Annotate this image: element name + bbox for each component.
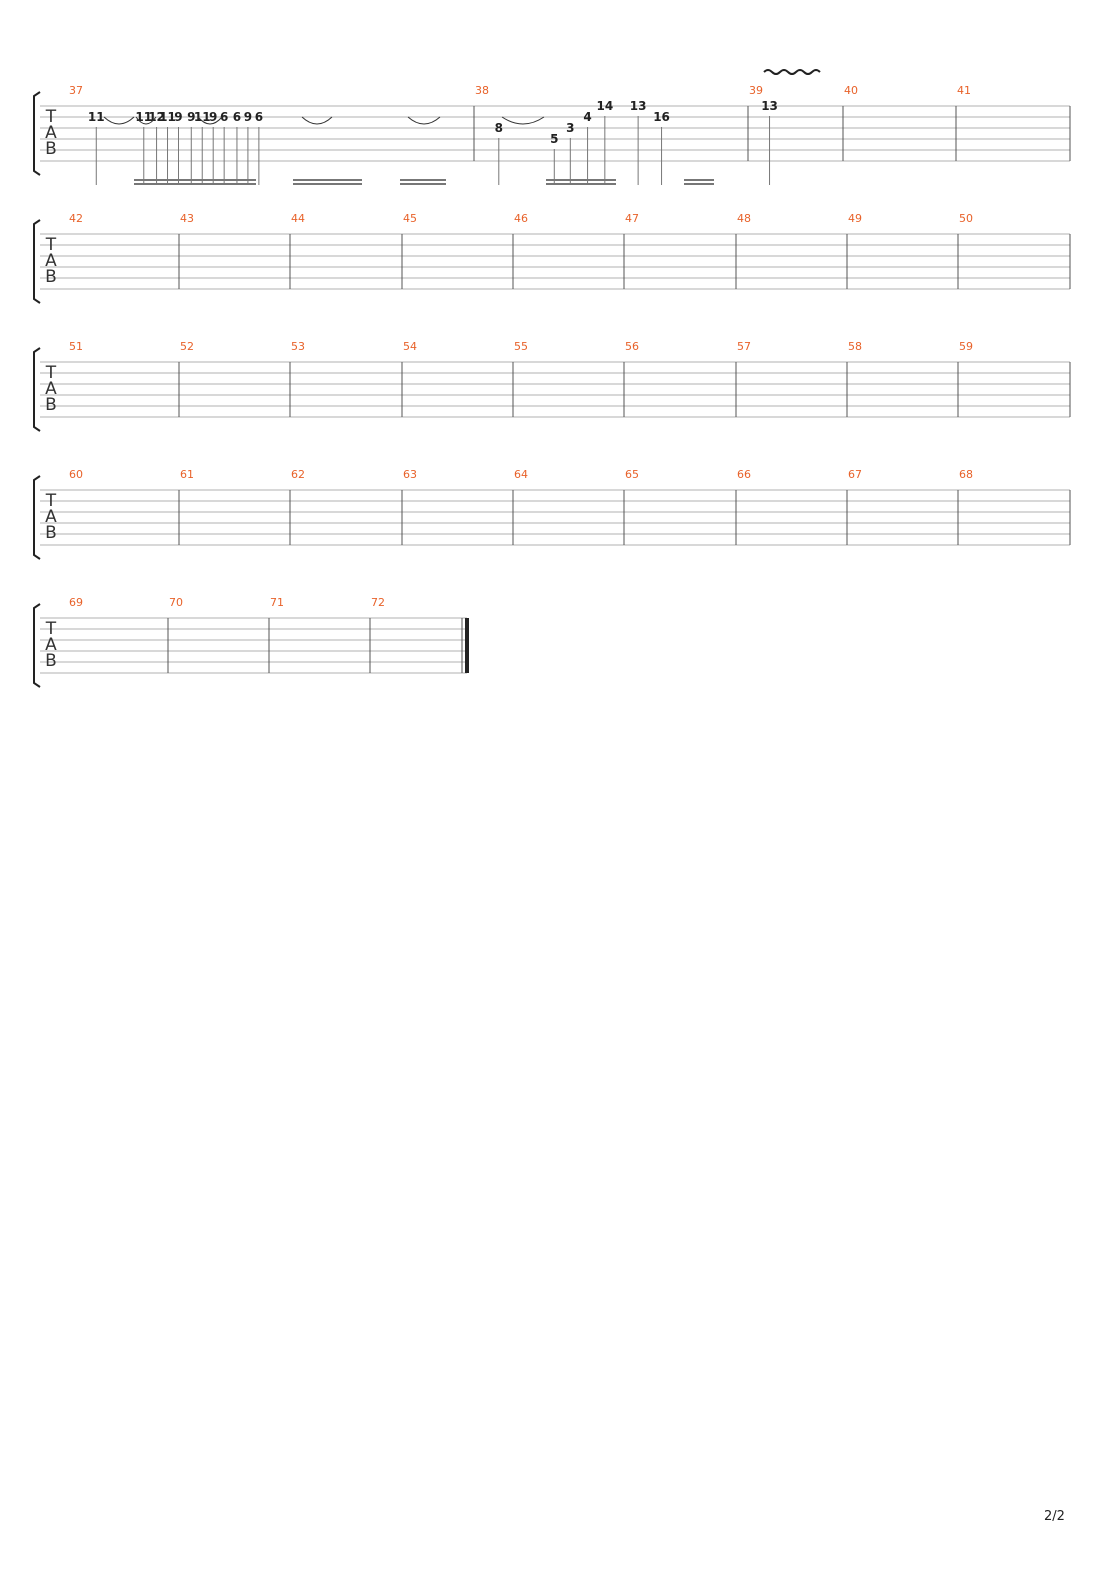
measure-number: 47 xyxy=(625,212,639,225)
staff-bracket xyxy=(33,347,41,432)
measure-number: 41 xyxy=(957,84,971,97)
tab-clef-letter: T xyxy=(45,363,57,383)
measure-number: 69 xyxy=(69,596,83,609)
beam xyxy=(546,183,616,185)
fret-number: 5 xyxy=(550,132,558,146)
measure-number: 38 xyxy=(475,84,489,97)
slur xyxy=(197,116,223,125)
fret-number: 13 xyxy=(630,99,647,113)
tab-clef-letter: T xyxy=(45,107,57,127)
page-number: 2/2 xyxy=(1044,1509,1065,1524)
slur xyxy=(103,116,135,125)
measure-number: 46 xyxy=(514,212,528,225)
tab-clef-letter: A xyxy=(45,251,57,271)
fret-number: 9 xyxy=(244,110,252,124)
tab-clef-letter: B xyxy=(45,651,57,671)
beam xyxy=(400,183,446,185)
fret-number: 8 xyxy=(495,121,503,135)
measure-number: 58 xyxy=(848,340,862,353)
tab-clef-letter: T xyxy=(45,235,57,255)
fret-number: 14 xyxy=(596,99,613,113)
measure-number: 45 xyxy=(403,212,417,225)
fret-number: 11 xyxy=(88,110,105,124)
measure-number: 71 xyxy=(270,596,284,609)
measure-number: 50 xyxy=(959,212,973,225)
beam xyxy=(134,183,256,185)
fret-number: 11 xyxy=(194,110,211,124)
tab-clef-letter: T xyxy=(45,491,57,511)
measure-number: 52 xyxy=(180,340,194,353)
fret-number: 4 xyxy=(583,110,591,124)
fret-number: 16 xyxy=(653,110,670,124)
beam xyxy=(293,183,362,185)
measure-number: 42 xyxy=(69,212,83,225)
measure-number: 43 xyxy=(180,212,194,225)
fret-number: 9 xyxy=(209,110,217,124)
measure-number: 65 xyxy=(625,468,639,481)
tab-clef-letter: T xyxy=(45,619,57,639)
slur xyxy=(301,116,333,125)
measure-number: 49 xyxy=(848,212,862,225)
measure-number: 48 xyxy=(737,212,751,225)
measure-number: 54 xyxy=(403,340,417,353)
staff-bracket xyxy=(33,475,41,560)
tab-clef-letter: B xyxy=(45,523,57,543)
beam xyxy=(546,179,616,181)
measure-number: 61 xyxy=(180,468,194,481)
beam xyxy=(684,179,714,181)
fret-number: 6 xyxy=(220,110,228,124)
fret-number: 13 xyxy=(761,99,778,113)
measure-number: 64 xyxy=(514,468,528,481)
measure-number: 63 xyxy=(403,468,417,481)
fret-number: 9 xyxy=(174,110,182,124)
tab-clef-letter: A xyxy=(45,635,57,655)
measure-number: 66 xyxy=(737,468,751,481)
measure-number: 67 xyxy=(848,468,862,481)
staff-bracket xyxy=(33,603,41,688)
fret-number: 6 xyxy=(233,110,241,124)
staff-bracket xyxy=(33,219,41,304)
beam xyxy=(293,179,362,181)
fret-number: 9 xyxy=(187,110,195,124)
fret-number: 6 xyxy=(255,110,263,124)
tab-clef-letter: A xyxy=(45,379,57,399)
measure-number: 37 xyxy=(69,84,83,97)
fret-number: 11 xyxy=(159,110,176,124)
measure-number: 57 xyxy=(737,340,751,353)
measure-number: 70 xyxy=(169,596,183,609)
measure-number: 51 xyxy=(69,340,83,353)
measure-number: 62 xyxy=(291,468,305,481)
beam xyxy=(684,183,714,185)
tab-clef-letter: B xyxy=(45,139,57,159)
slur xyxy=(501,116,545,125)
tab-clef-letter: B xyxy=(45,267,57,287)
tab-clef-letter: A xyxy=(45,507,57,527)
beam xyxy=(400,179,446,181)
measure-number: 55 xyxy=(514,340,528,353)
staff-bracket xyxy=(33,91,41,176)
beam xyxy=(134,179,256,181)
vibrato-mark xyxy=(763,69,821,75)
tab-clef-letter: A xyxy=(45,123,57,143)
measure-number: 56 xyxy=(625,340,639,353)
fret-number: 3 xyxy=(566,121,574,135)
measure-number: 40 xyxy=(844,84,858,97)
measure-number: 53 xyxy=(291,340,305,353)
measure-number: 44 xyxy=(291,212,305,225)
tab-clef-letter: B xyxy=(45,395,57,415)
measure-number: 59 xyxy=(959,340,973,353)
measure-number: 68 xyxy=(959,468,973,481)
measure-number: 72 xyxy=(371,596,385,609)
slur xyxy=(407,116,441,125)
slur xyxy=(135,116,157,125)
measure-number: 39 xyxy=(749,84,763,97)
measure-number: 60 xyxy=(69,468,83,481)
